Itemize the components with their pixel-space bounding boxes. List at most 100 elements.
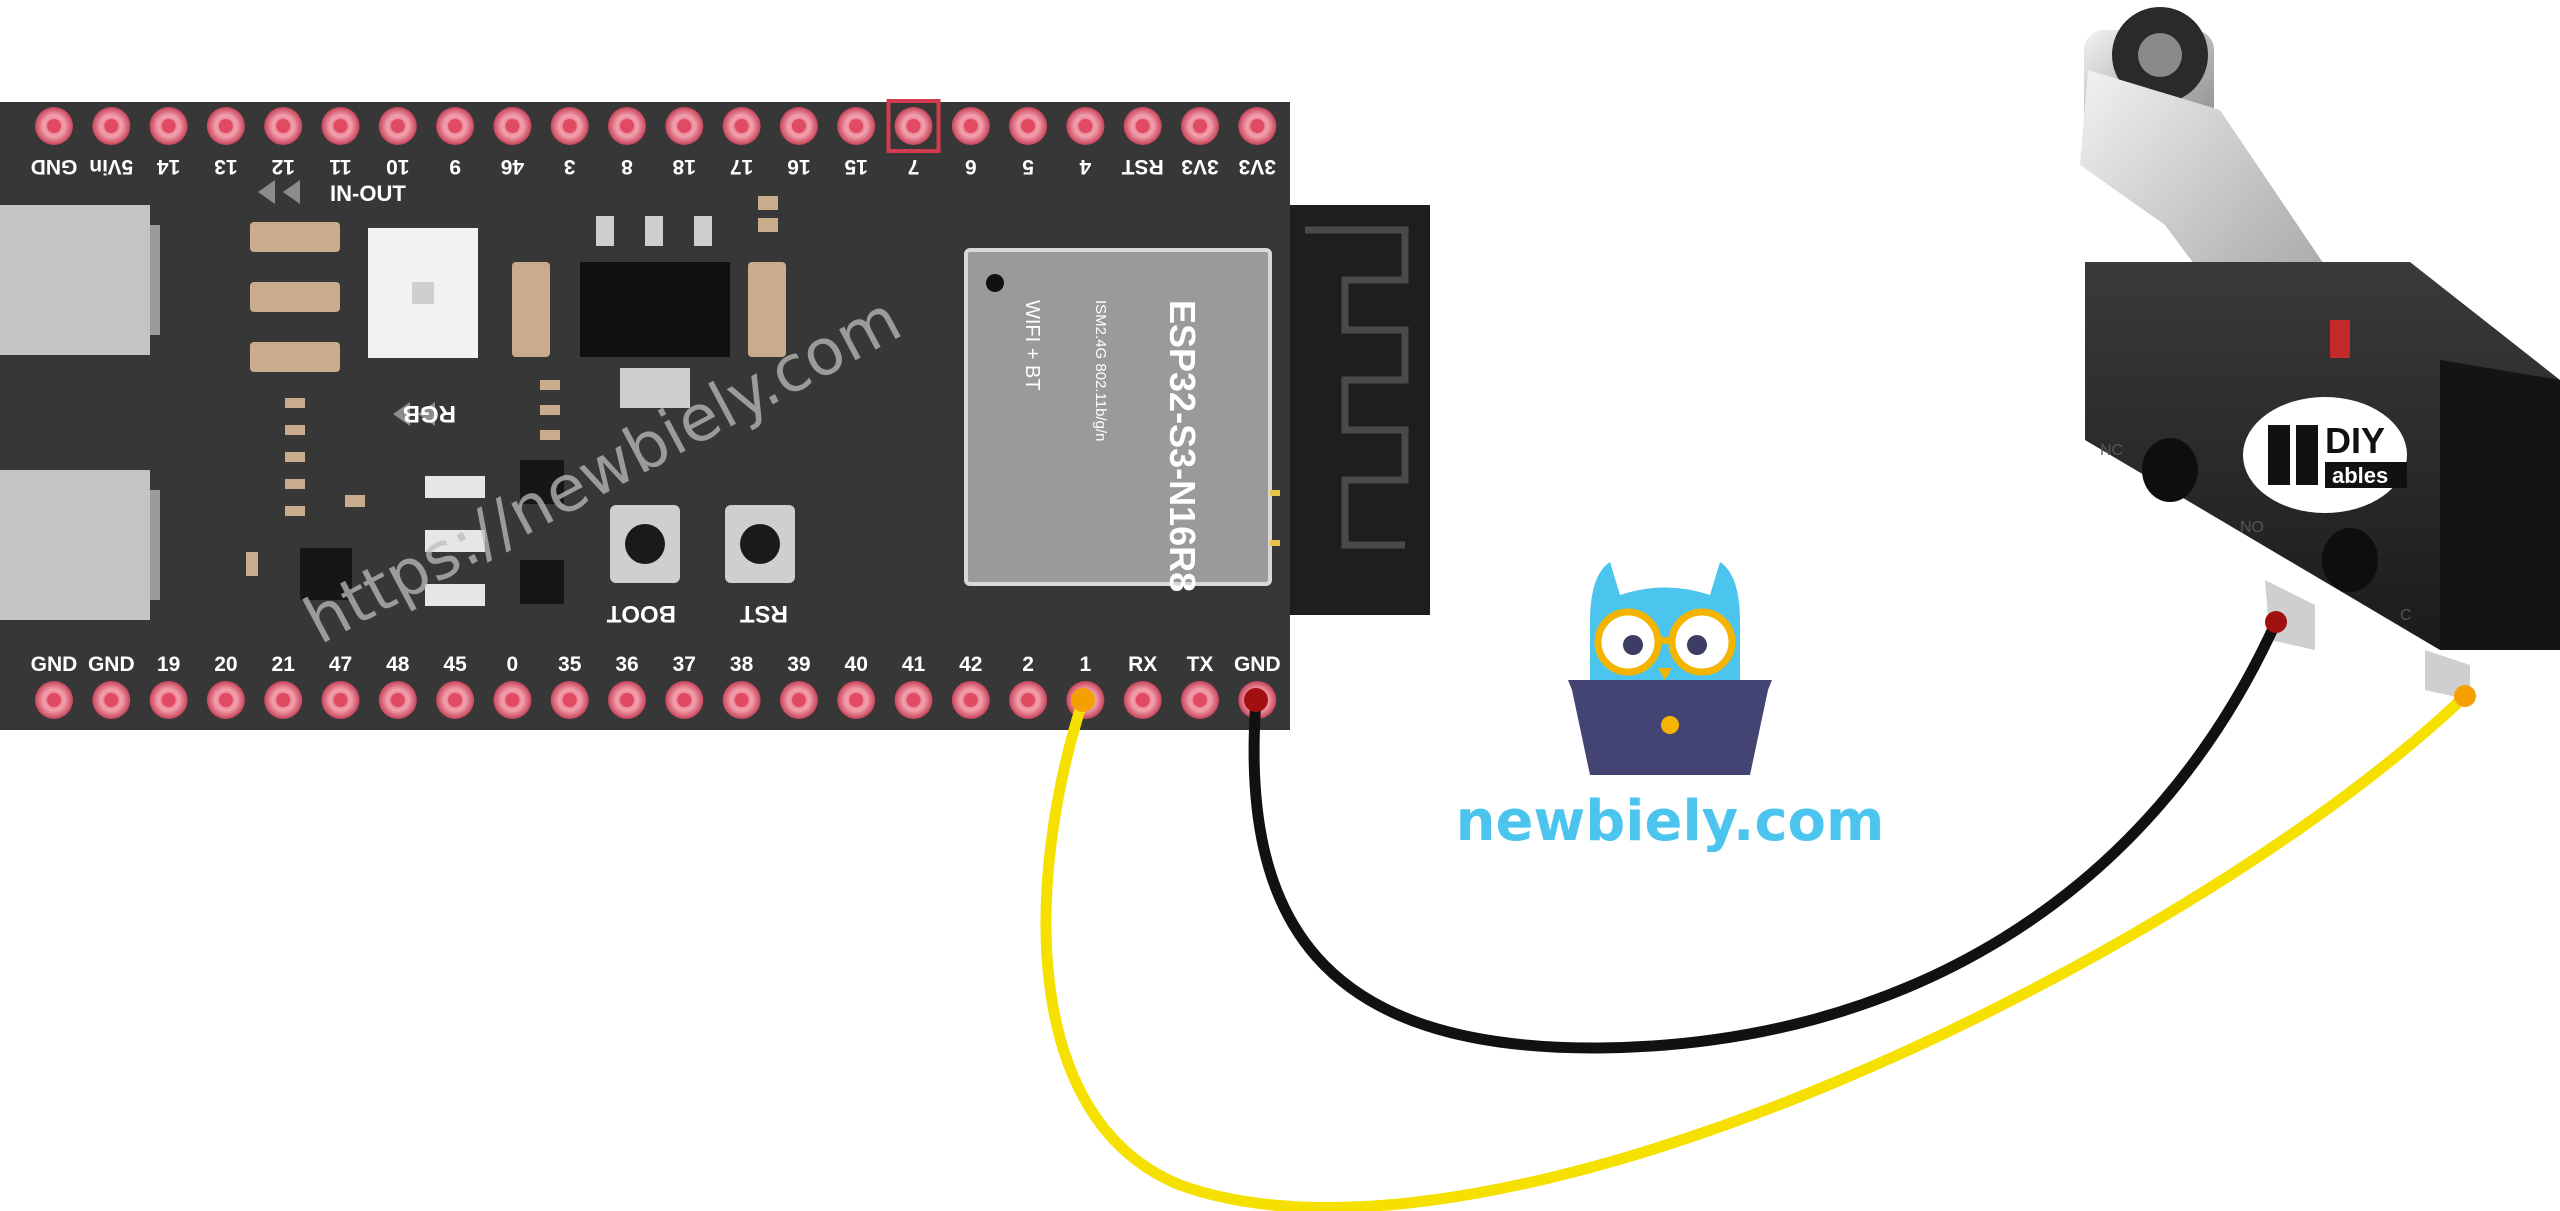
pin-20: 20 xyxy=(206,653,245,719)
pin-label: 46 xyxy=(501,155,524,178)
usb-port-bottom xyxy=(0,470,150,620)
pin-2: 2 xyxy=(1009,653,1048,719)
pin-label: 40 xyxy=(845,653,868,676)
pin-hole xyxy=(1135,693,1150,707)
pin-label: 16 xyxy=(787,155,810,178)
pin-hole xyxy=(1135,119,1150,133)
pin-hole xyxy=(276,693,291,707)
terminal-c-label: C xyxy=(2400,607,2412,624)
pin-label: 42 xyxy=(959,653,982,676)
pin-label: 39 xyxy=(787,653,810,676)
rst-label: RST xyxy=(740,600,788,627)
pin-label: 2 xyxy=(1022,653,1034,676)
pin-5vin: 5Vin xyxy=(89,107,133,178)
pin-label: 21 xyxy=(272,653,296,676)
terminal-nc-label: NC xyxy=(2100,442,2123,459)
module-spec: ISM2.4G 802.11b/g/n xyxy=(1092,300,1109,441)
pin-label: 20 xyxy=(214,653,237,676)
pin-label: TX xyxy=(1187,653,1214,676)
pin-rx: RX xyxy=(1123,653,1162,719)
pin-hole xyxy=(1021,693,1036,707)
pin-hole xyxy=(963,693,978,707)
pin-label: GND xyxy=(31,155,78,178)
pin-hole xyxy=(448,119,463,133)
pin-3v3: 3V3 xyxy=(1181,107,1219,178)
terminal-no-label: NO xyxy=(2240,519,2264,536)
pin-gnd: GND xyxy=(31,653,78,719)
pin-rst: RST xyxy=(1122,107,1164,178)
pin-hole xyxy=(1193,119,1207,133)
pin-hole xyxy=(218,119,233,133)
in-out-label: IN-OUT xyxy=(330,181,406,206)
pin-label: 5Vin xyxy=(89,155,133,178)
pin-hole xyxy=(333,693,348,707)
pin-hole xyxy=(448,693,463,707)
pin-hole xyxy=(104,693,119,707)
pin-tx: TX xyxy=(1181,653,1219,719)
wire-signal xyxy=(1040,690,2471,1211)
pin-hole xyxy=(276,119,291,133)
pin-11: 11 xyxy=(321,107,360,178)
pin-label: 8 xyxy=(621,155,633,178)
pin-hole xyxy=(562,693,577,707)
pin-41: 41 xyxy=(894,653,933,719)
pin-label: 36 xyxy=(615,653,638,676)
in-out-arrow xyxy=(258,180,300,204)
pin-16: 16 xyxy=(779,107,818,178)
diyables-line1: DIY xyxy=(2325,420,2385,461)
pin-label: 0 xyxy=(507,653,519,676)
pin-hole xyxy=(906,119,921,133)
pin-label: GND xyxy=(31,653,78,676)
pin-0: 0 xyxy=(493,653,532,719)
wire-gnd xyxy=(1248,616,2282,1054)
switch-actuator xyxy=(2330,320,2350,358)
wire-end-gnd xyxy=(1244,688,1268,712)
pin-label: 14 xyxy=(157,155,181,178)
pin-hole xyxy=(849,693,864,707)
pin-15: 15 xyxy=(837,107,876,178)
pin-hole xyxy=(1021,119,1036,133)
pin-hole xyxy=(505,119,520,133)
pin-label: GND xyxy=(1234,653,1281,676)
module-wireless: WIFI + BT xyxy=(1021,300,1043,391)
pin-hole xyxy=(734,119,749,133)
boot-button[interactable] xyxy=(610,505,680,583)
pin-38: 38 xyxy=(722,653,761,719)
module-name: ESP32-S3-N16R8 xyxy=(1162,300,1203,592)
pin-label: 45 xyxy=(443,653,467,676)
pin-hole xyxy=(620,119,634,133)
pin-gnd: GND xyxy=(88,653,135,719)
pin-19: 19 xyxy=(149,653,188,719)
newbiely-logo: newbiely.com xyxy=(1456,562,1885,854)
regulator-ic xyxy=(580,262,730,357)
pin-6: 6 xyxy=(951,107,990,178)
pin-gnd: GND xyxy=(31,107,78,178)
brand-text: newbiely.com xyxy=(1456,789,1885,854)
wire-end-pin1 xyxy=(1071,688,1095,712)
pin-hole xyxy=(1193,693,1207,707)
esp32-module: ESP32-S3-N16R8 ISM2.4G 802.11b/g/n WIFI … xyxy=(964,248,1280,592)
pin-label: 13 xyxy=(214,155,237,178)
pin-hole xyxy=(791,119,806,133)
pin-hole xyxy=(791,693,806,707)
rst-button[interactable] xyxy=(725,505,795,583)
pin-hole xyxy=(47,119,61,133)
pin-label: 17 xyxy=(730,155,753,178)
antenna-trace xyxy=(1305,226,1409,549)
pin-hole xyxy=(677,119,692,133)
wire-end-switch-no xyxy=(2265,611,2287,633)
pin-8: 8 xyxy=(608,107,646,178)
pin-48: 48 xyxy=(378,653,417,719)
pin-hole xyxy=(734,693,749,707)
pin-7: 7 xyxy=(886,99,941,178)
pin-label: 47 xyxy=(329,653,352,676)
pin-hole xyxy=(218,693,233,707)
small-ic xyxy=(300,548,352,600)
pin-label: 10 xyxy=(386,155,409,178)
pin-label: 41 xyxy=(902,653,926,676)
pin-hole xyxy=(1250,119,1265,133)
pin-hole xyxy=(47,693,61,707)
pin-37: 37 xyxy=(665,653,704,719)
